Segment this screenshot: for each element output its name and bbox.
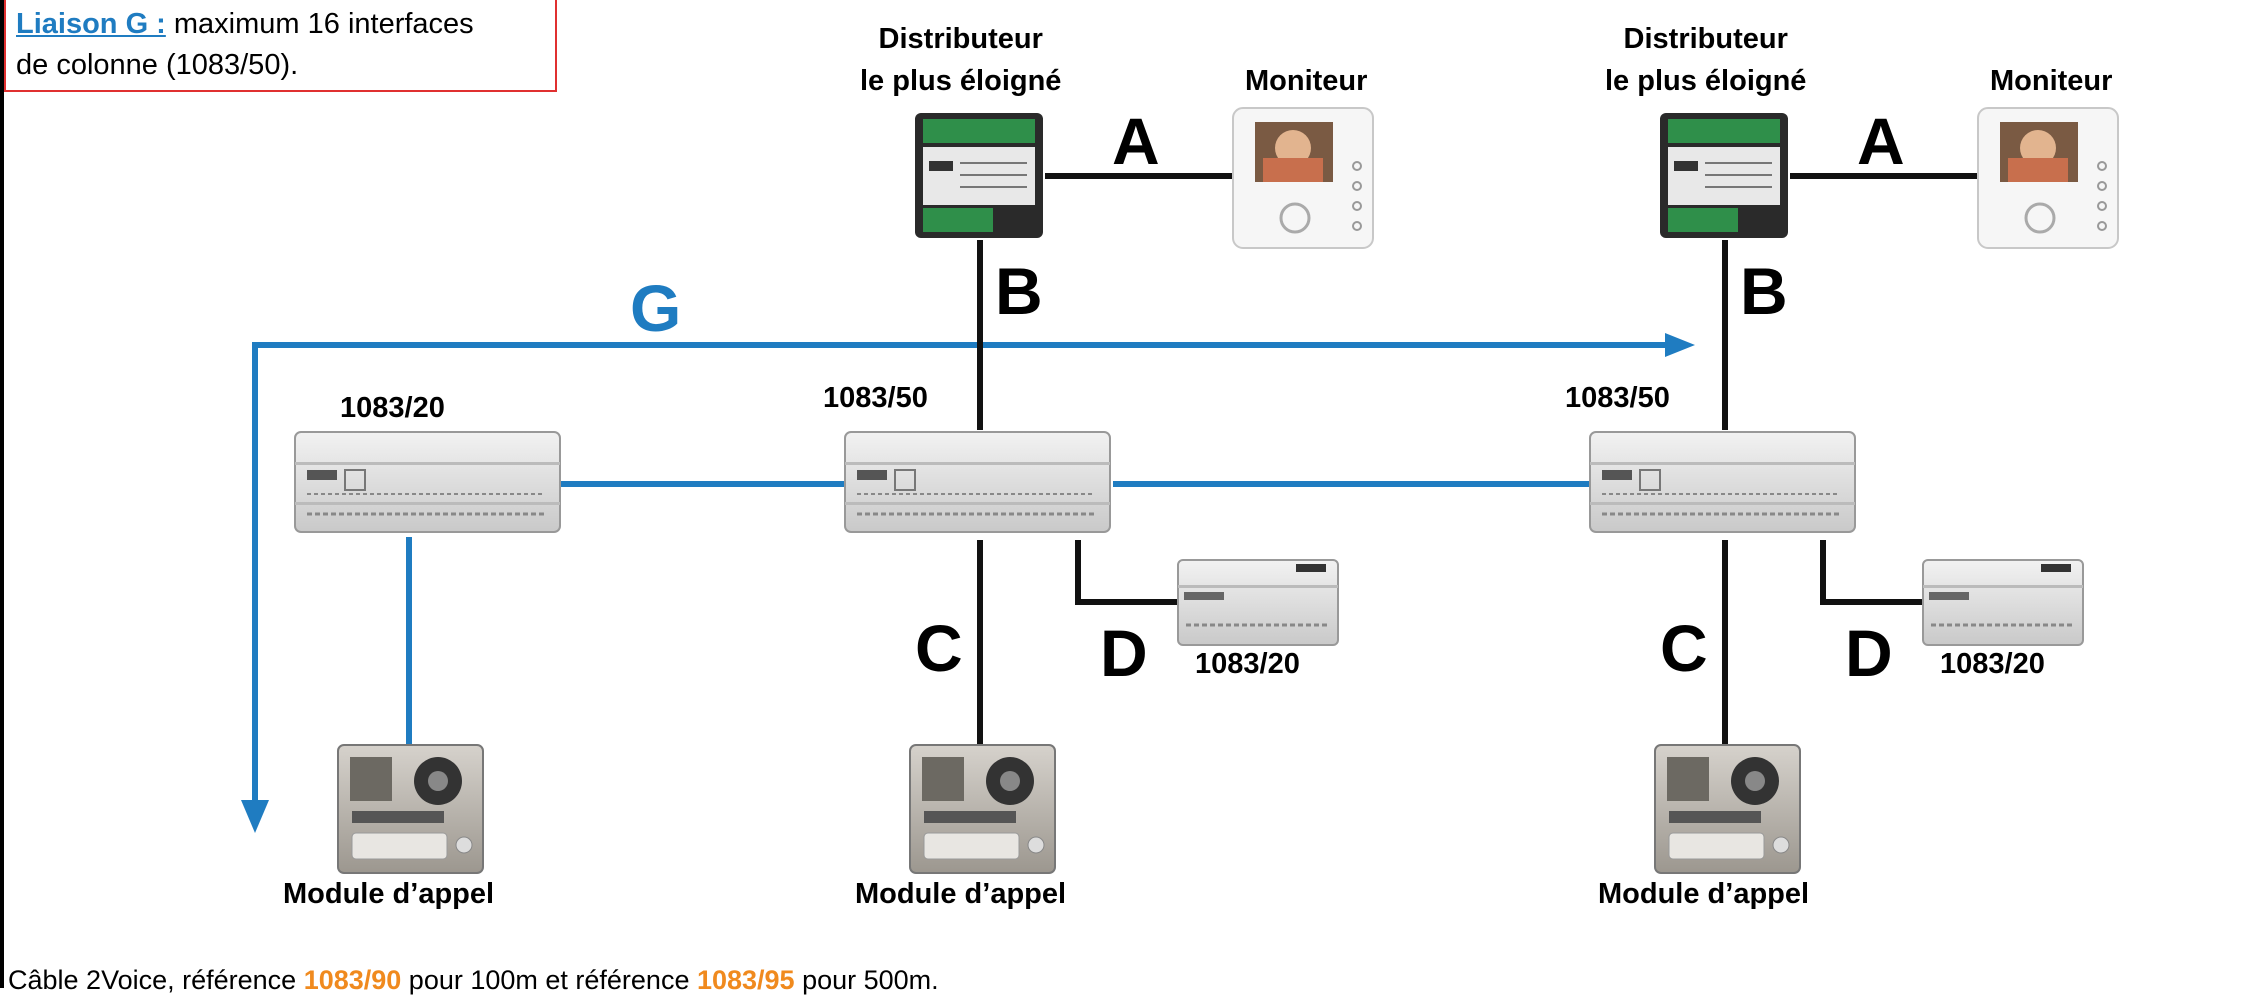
distributor-title-line-2: le plus éloigné bbox=[1605, 65, 1807, 97]
letter-a-1: A bbox=[1112, 104, 1160, 178]
letter-g: G bbox=[630, 271, 682, 345]
distributor-title-line-1: Distributeur bbox=[1623, 23, 1788, 55]
supply-label-2: 1083/20 bbox=[1940, 648, 2045, 680]
call-module-device-2 bbox=[909, 744, 1056, 874]
letter-a-2: A bbox=[1857, 104, 1905, 178]
distributor-device-1 bbox=[914, 112, 1044, 239]
distributor-title-line-2: le plus éloigné bbox=[860, 65, 1062, 97]
footer-post: pour 500m. bbox=[794, 965, 939, 995]
riser-adapter-device-1 bbox=[843, 430, 1112, 534]
supply-label-1: 1083/20 bbox=[1195, 648, 1300, 680]
left-border bbox=[0, 0, 4, 988]
adapter-label-1: 1083/50 bbox=[823, 382, 928, 414]
module-label-2: Module d’appel bbox=[855, 878, 1067, 910]
power-supply-device-main bbox=[293, 430, 562, 534]
call-module-device-1 bbox=[337, 744, 484, 874]
distributor-title-2: Distributeur le plus éloigné bbox=[1605, 18, 1806, 102]
link-d-2 bbox=[1820, 540, 1923, 605]
monitor-device-1 bbox=[1231, 106, 1375, 250]
link-g-arrow-line bbox=[252, 342, 1665, 800]
cable-footer: Câble 2Voice, référence 1083/90 pour 100… bbox=[8, 965, 939, 996]
call-module-device-3 bbox=[1654, 744, 1801, 874]
module-label-3: Module d’appel bbox=[1598, 878, 1810, 910]
distributor-title-1: Distributeur le plus éloigné bbox=[860, 18, 1061, 102]
link-g bbox=[252, 342, 1665, 800]
letter-b-1: B bbox=[995, 254, 1043, 328]
letter-d-2: D bbox=[1845, 616, 1893, 690]
arrow-down-icon bbox=[241, 800, 269, 833]
footer-pre: Câble 2Voice, référence bbox=[8, 965, 304, 995]
arrow-right-icon bbox=[1665, 333, 1695, 357]
supply-label-main: 1083/20 bbox=[340, 392, 445, 424]
monitor-label-1: Moniteur bbox=[1245, 65, 1368, 97]
link-g-note: Liaison G : maximum 16 interfaces de col… bbox=[4, 0, 557, 92]
module-label-1: Module d’appel bbox=[283, 878, 495, 910]
letter-d-1: D bbox=[1100, 616, 1148, 690]
note-text-1: maximum 16 interfaces bbox=[165, 8, 474, 40]
footer-mid: pour 100m et référence bbox=[401, 965, 697, 995]
distributor-title-line-1: Distributeur bbox=[878, 23, 1043, 55]
letter-c-1: C bbox=[915, 611, 963, 685]
power-supply-device-2 bbox=[1921, 558, 2085, 647]
monitor-device-2 bbox=[1976, 106, 2120, 250]
note-text-2: de colonne (1083/50). bbox=[16, 49, 299, 81]
distributor-device-2 bbox=[1659, 112, 1789, 239]
adapter-label-2: 1083/50 bbox=[1565, 382, 1670, 414]
note-ref: Liaison G : bbox=[16, 8, 166, 40]
letter-c-2: C bbox=[1660, 611, 1708, 685]
letter-b-2: B bbox=[1740, 254, 1788, 328]
footer-ref-2: 1083/95 bbox=[696, 965, 795, 995]
monitor-label-2: Moniteur bbox=[1990, 65, 2113, 97]
riser-adapter-device-2 bbox=[1588, 430, 1857, 534]
black-links bbox=[977, 173, 1978, 745]
footer-ref-1: 1083/90 bbox=[303, 965, 402, 995]
power-supply-device-1 bbox=[1176, 558, 1340, 647]
link-d-1 bbox=[1075, 540, 1178, 605]
